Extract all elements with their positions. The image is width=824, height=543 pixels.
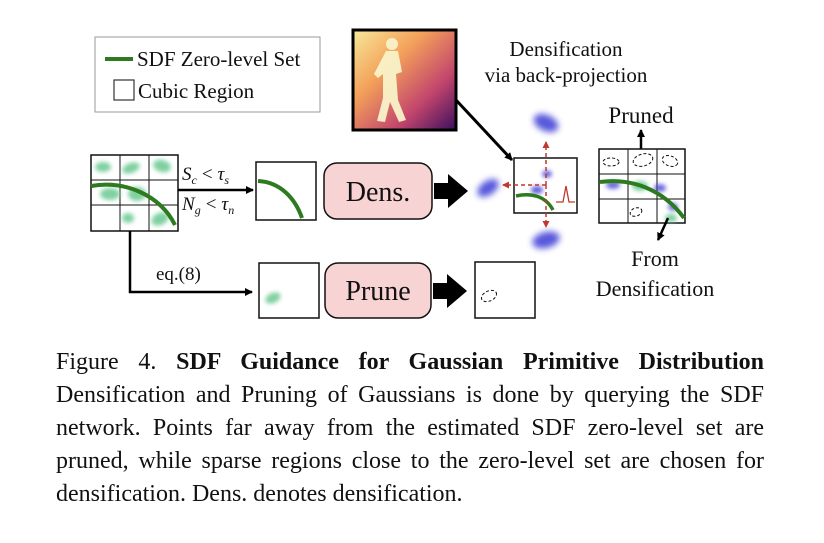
densification-header-1: Densification <box>509 37 623 61</box>
input-grid <box>90 154 179 232</box>
prune-input-cell <box>258 262 320 319</box>
densification-header-2: via back-projection <box>485 63 648 87</box>
dens-box: Dens. <box>323 162 433 220</box>
person-silhouette-icon <box>374 38 406 122</box>
pruned-label: Pruned <box>608 103 674 128</box>
caption-title: SDF Guidance for Gaussian Primitive Dist… <box>176 349 764 375</box>
legend-cube-swatch <box>113 79 135 101</box>
dens-label: Dens. <box>346 177 411 208</box>
from-label-1: From <box>631 246 679 271</box>
densify-input-cell <box>255 161 317 221</box>
prune-label: Prune <box>345 276 410 307</box>
eq-ref-label: eq.(8) <box>156 264 201 285</box>
prune-box: Prune <box>324 262 432 319</box>
prune-output-cell <box>474 261 536 319</box>
figure-caption: Figure 4. SDF Guidance for Gaussian Prim… <box>56 346 764 511</box>
prune-arrow-icon <box>433 274 467 308</box>
arrow-to-prune <box>128 231 253 296</box>
caption-figure-label: Figure 4. <box>56 349 157 375</box>
dens-arrow-icon <box>434 174 468 208</box>
backprojection-cell <box>477 113 578 249</box>
figure-diagram: SDF Zero-level Set Cubic Region Sc<τs Ng… <box>90 28 715 319</box>
depth-image <box>351 28 458 132</box>
legend-zero-level-label: SDF Zero-level Set <box>137 47 300 71</box>
arrow-from-densification <box>656 217 670 241</box>
arrow-backprojection <box>454 98 514 162</box>
sdf-curve-input <box>90 182 177 226</box>
result-grid <box>598 148 686 224</box>
condition-sc: Sc<τs <box>182 164 229 187</box>
legend-cubic-region-label: Cubic Region <box>138 79 255 103</box>
legend: SDF Zero-level Set Cubic Region <box>94 36 321 113</box>
condition-ng: Ng<τn <box>181 194 234 217</box>
caption-body: Densification and Pruning of Gaussians i… <box>56 382 764 507</box>
from-label-2: Densification <box>596 276 715 301</box>
